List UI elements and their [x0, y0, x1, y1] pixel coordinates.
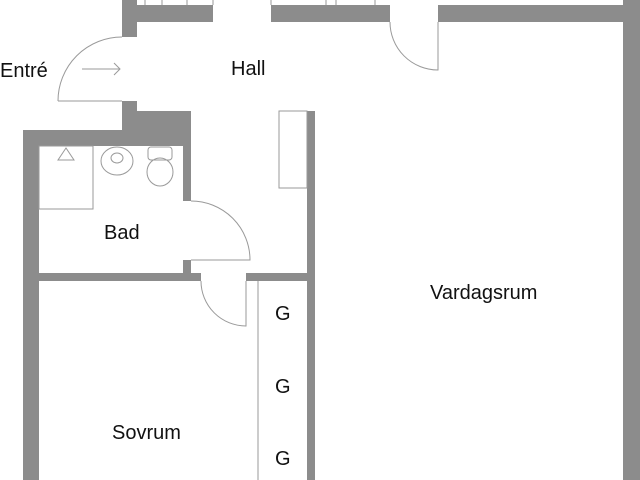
- wall-bad-right-upper: [183, 146, 191, 201]
- label-hall: Hall: [231, 58, 265, 80]
- labels: Entré Hall Bad Vardagsrum Sovrum G G G: [0, 58, 537, 470]
- doors: [57, 21, 439, 327]
- wall-hall-sovrum: [246, 273, 307, 281]
- wall-left: [23, 130, 39, 480]
- label-wardrobe: G: [275, 376, 291, 398]
- hall-closet: [278, 110, 308, 189]
- label-wardrobe: G: [275, 303, 291, 325]
- wall-top-2: [271, 5, 390, 22]
- toilet-icon: [146, 157, 174, 187]
- sovrum-door[interactable]: [200, 280, 247, 327]
- wall-block: [122, 111, 191, 131]
- wall-entrance-bottom: [122, 101, 137, 113]
- fixtures: [38, 0, 376, 480]
- label-vardagsrum: Vardagsrum: [430, 282, 537, 304]
- toilet-tank: [147, 146, 173, 161]
- top-cabinets: [144, 0, 376, 5]
- shower-drain-icon: [57, 147, 75, 161]
- sink-icon: [100, 146, 134, 176]
- vardagsrum-door[interactable]: [389, 21, 439, 71]
- label-sovrum: Sovrum: [112, 422, 181, 444]
- walls: [23, 0, 640, 480]
- entrance-door[interactable]: [57, 36, 123, 102]
- wall-bad-top: [23, 130, 191, 146]
- label-entre: Entré: [0, 60, 48, 82]
- label-bad: Bad: [104, 222, 140, 244]
- wall-top-1: [137, 5, 213, 22]
- sink-basin: [110, 152, 124, 164]
- entrance-arrow-icon: [82, 62, 121, 76]
- wall-hall-right: [307, 111, 315, 480]
- wall-bad-sovrum: [39, 273, 201, 281]
- bad-door[interactable]: [190, 200, 251, 261]
- label-wardrobe: G: [275, 448, 291, 470]
- wall-top-3: [438, 5, 623, 22]
- wall-right: [623, 0, 640, 480]
- wall-bad-right-lower: [183, 260, 191, 273]
- shower: [38, 145, 94, 210]
- wall-entrance-top: [122, 0, 137, 37]
